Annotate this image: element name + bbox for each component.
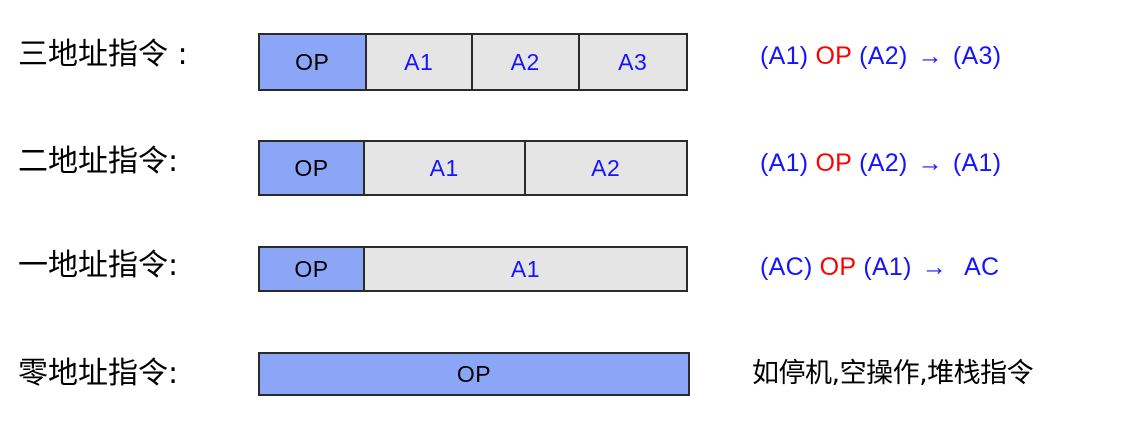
expression-operator: OP: [815, 42, 853, 70]
arrow-icon: →: [921, 253, 948, 281]
instruction-bar-three-address: OP A1 A2 A3: [258, 33, 688, 91]
expression-src1: (AC): [760, 253, 813, 281]
field-a1: A1: [366, 35, 473, 89]
expression-operator: OP: [815, 149, 853, 177]
instruction-row-zero-address: 零地址指令: OP 如停机,空操作,堆栈指令: [0, 340, 1122, 420]
field-op: OP: [260, 35, 367, 89]
instruction-row-three-address: 三地址指令 : OP A1 A2 A3 (A1)OP(A2)→(A3): [0, 24, 1122, 104]
arrow-icon: →: [917, 42, 943, 70]
arrow-icon: →: [917, 149, 943, 177]
row-label-two-address: 二地址指令:: [18, 144, 179, 179]
row-label-three-address: 三地址指令 :: [18, 37, 188, 72]
field-op: OP: [260, 248, 365, 290]
row-label-zero-address: 零地址指令:: [18, 356, 179, 391]
expression-dest: AC: [964, 253, 1000, 281]
expression-src1: (A1): [760, 149, 809, 177]
zero-address-note: 如停机,空操作,堆栈指令: [752, 358, 1034, 389]
field-a1: A1: [365, 248, 686, 290]
instruction-bar-zero-address: OP: [258, 352, 690, 396]
instruction-bar-one-address: OP A1: [258, 246, 688, 292]
expression-operator: OP: [819, 253, 857, 281]
expression-src2: (A2): [859, 42, 908, 70]
instruction-bar-two-address: OP A1 A2: [258, 140, 688, 196]
field-a2: A2: [473, 35, 580, 89]
field-op: OP: [260, 142, 365, 194]
expression-dest: (A1): [952, 149, 1002, 177]
instruction-row-one-address: 一地址指令: OP A1 (AC)OP(A1)→AC: [0, 236, 1122, 306]
expression-three-address: (A1)OP(A2) → (A3): [760, 44, 1110, 69]
instruction-row-two-address: 二地址指令: OP A1 A2 (A1)OP(A2)→(A1): [0, 130, 1122, 210]
field-op: OP: [260, 354, 688, 394]
field-a2: A2: [525, 142, 686, 194]
expression-one-address: (AC)OP(A1) → AC: [760, 255, 1110, 280]
expression-src2: (A2): [859, 149, 908, 177]
expression-dest: (A3): [952, 42, 1002, 70]
row-label-one-address: 一地址指令:: [18, 248, 179, 283]
field-a1: A1: [365, 142, 526, 194]
expression-src1: (A1): [760, 42, 809, 70]
expression-two-address: (A1)OP(A2)→(A1): [760, 151, 1110, 176]
field-a3: A3: [579, 35, 686, 89]
expression-src2: (A1): [863, 253, 912, 281]
